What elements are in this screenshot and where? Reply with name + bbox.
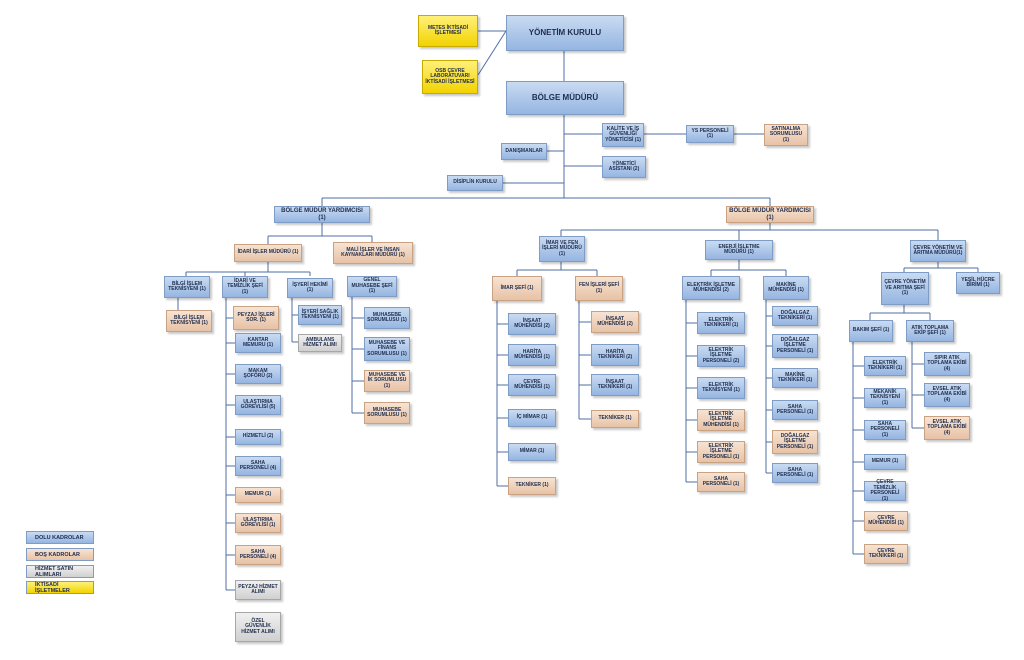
org-box-field-env: SAHA PERSONELİ (1): [864, 420, 906, 440]
org-box-clerk: MEMUR (1): [235, 487, 281, 503]
org-box-maint-chief: BAKIM ŞEFİ (1): [849, 320, 893, 342]
org-box-elec-op-staff-1: ELEKTRİK İŞLETME PERSONELİ (1): [697, 441, 745, 463]
org-box-architect: MİMAR (1): [508, 443, 556, 461]
org-box-green-cell: YEŞİL HÜCRE BİRİMİ (1): [956, 272, 1000, 294]
legend-enterprises: İKTİSADİ İŞLETMELER: [26, 581, 94, 594]
org-box-waste-chief: ATIK TOPLAMA EKİP ŞEFİ (1): [906, 320, 954, 342]
org-box-it-tech: BİLGİ İŞLEM TEKNİSYENİ (1): [164, 276, 210, 298]
org-box-evsel-team-2: EVSEL ATIK TOPLAMA EKİBİ (4): [924, 416, 970, 440]
org-box-driver: MAKAM ŞOFÖRÜ (2): [235, 364, 281, 384]
org-box-field-staff-4b: SAHA PERSONELİ (4): [235, 545, 281, 565]
org-box-elec-op-eng-1: ELEKTRİK İŞLETME MÜHENDİSİ (1): [697, 409, 745, 431]
org-box-ys-staff: YS PERSONELİ (1): [686, 125, 734, 143]
org-box-field-staff-m2: SAHA PERSONELİ (1): [772, 463, 818, 483]
org-box-osb-lab: OSB ÇEVRE LABORATUVARI İKTİSADİ İŞLETMES…: [422, 60, 478, 94]
org-box-acc-finance: MUHASEBE VE FİNANS SORUMLUSU (1): [364, 337, 410, 361]
org-box-zoning-dir: İMAR VE FEN İŞLERİ MÜDÜRÜ (1): [539, 236, 585, 262]
org-box-admin-dir: İDARİ İŞLER MÜDÜRÜ (1): [234, 244, 302, 262]
org-box-deputy-left: BÖLGE MÜDÜR YARDIMCISI (1): [274, 206, 370, 223]
org-box-interior-arch: İÇ MİMAR (1): [508, 409, 556, 427]
org-box-landscape-chief: PEYZAJ İŞLERİ SOR. (1): [233, 306, 279, 330]
org-box-env-dir: ÇEVRE YÖNETİM VE ARITMA MÜDÜRÜ(1): [910, 240, 966, 262]
org-box-transport-1: ULAŞTIRMA GÖREVLİSİ (1): [235, 513, 281, 533]
org-box-gas-op-2: DOĞALGAZ İŞLETME PERSONELİ (1): [772, 430, 818, 454]
org-box-map-tech: HARİTA TEKNİKERİ (2): [591, 344, 639, 366]
org-box-field-staff-e: SAHA PERSONELİ (1): [697, 472, 745, 492]
org-box-metes: METES İKTİSADİ İŞLETMESİ: [418, 15, 478, 47]
org-box-security-service: ÖZEL GÜVENLİK HİZMET ALIMI: [235, 612, 281, 642]
org-box-elec-tech-env: ELEKTRİK TEKNİKERİ (1): [864, 356, 906, 376]
org-box-evsel-team: EVSEL ATIK TOPLAMA EKİBİ (4): [924, 383, 970, 407]
org-box-elec-techn: ELEKTRİK TEKNİSYENİ (1): [697, 377, 745, 399]
org-box-field-staff-4: SAHA PERSONELİ (4): [235, 456, 281, 476]
org-box-env-tech: ÇEVRE TEKNİKERİ (1): [864, 544, 908, 564]
org-box-gas-tech: DOĞALGAZ TEKNİKERİ (1): [772, 306, 818, 326]
org-box-it-tech-2: BİLGİ İŞLEM TEKNİSYENİ (1): [166, 310, 212, 332]
org-box-admin-clean-chief: İDARİ VE TEMİZLİK ŞEFİ (1): [222, 276, 268, 298]
org-box-mech-techn: MEKANİK TEKNİSYENİ (1): [864, 388, 906, 408]
org-box-fen-chief: FEN İŞLERİ ŞEFİ (1): [575, 276, 623, 301]
org-box-accounting: MUHASEBE SORUMLUSU (1): [364, 307, 410, 329]
org-box-health-tech: İŞYERİ SAĞLIK TEKNİSYENİ (1): [298, 305, 342, 325]
org-box-sipir-team: SIPIR ATIK TOPLAMA EKİBİ (4): [924, 352, 970, 376]
org-box-elec-op-eng: ELEKTRİK İŞLETME MÜHENDİSİ (2): [682, 276, 740, 300]
org-box-finance-dir: MALİ İŞLER VE İNSAN KAYNAKLARI MÜDÜRÜ (1…: [333, 242, 413, 264]
org-box-env-eng-env: ÇEVRE MÜHENDİSİ (1): [864, 511, 908, 531]
org-box-advisors: DANIŞMANLAR: [501, 143, 547, 160]
org-box-civil-tech: İNŞAAT TEKNİKERİ (1): [591, 374, 639, 396]
org-box-acc-hr: MUHASEBE VE İK SORUMLUSU (1): [364, 370, 410, 392]
org-box-map-eng: HARİTA MÜHENDİSİ (1): [508, 344, 556, 366]
org-box-discipline: DİSİPLİN KURULU: [447, 175, 503, 191]
org-box-purchasing: SATINALMA SORUMLUSU (1): [764, 124, 808, 146]
org-box-field-staff-m: SAHA PERSONELİ (1): [772, 400, 818, 420]
legend-filled: DOLU KADROLAR: [26, 531, 94, 544]
org-box-transport: ULAŞTIRMA GÖREVLİSİ (5): [235, 395, 281, 415]
org-box-landscape-service: PEYZAJ HİZMET ALIMI: [235, 580, 281, 600]
org-box-exec-assistant: YÖNETİCİ ASİSTANI (2): [602, 156, 646, 178]
org-box-env-treat-chief: ÇEVRE YÖNETİM VE ARITMA ŞEFİ (1): [881, 272, 929, 305]
org-box-civil-eng-2: İNŞAAT MÜHENDİSİ (2): [508, 313, 556, 335]
org-box-gen-accounting: GENEL MUHASEBE ŞEFİ (1): [347, 276, 397, 297]
org-box-servant: HİZMETLİ (2): [235, 429, 281, 445]
org-box-top-board: YÖNETİM KURULU: [506, 15, 624, 51]
org-box-acc-1: MUHASEBE SORUMLUSU (1): [364, 402, 410, 424]
org-box-technician-b: TEKNİKER (1): [591, 410, 639, 428]
org-box-env-eng: ÇEVRE MÜHENDİSİ (1): [508, 374, 556, 396]
org-box-elec-tech: ELEKTRİK TEKNİKERİ (1): [697, 312, 745, 334]
org-box-zoning-chief: İMAR ŞEFİ (1): [492, 276, 542, 301]
org-box-technician-a: TEKNİKER (1): [508, 477, 556, 495]
org-box-quality-head: KALİTE VE İŞ GÜVENLİĞİ YÖNETİCİSİ (1): [602, 123, 644, 147]
org-box-energy-dir: ENERJİ İŞLETME MÜDÜRÜ (1): [705, 240, 773, 260]
org-box-mech-eng: MAKİNE MÜHENDİSİ (1): [763, 276, 809, 300]
org-box-ambulance: AMBULANS HİZMET ALIMI: [298, 334, 342, 352]
org-box-env-clean: ÇEVRE TEMİZLİK PERSONELİ (1): [864, 479, 906, 501]
org-box-mech-tech: MAKİNE TEKNİKERİ (1): [772, 368, 818, 388]
org-box-civil-eng-2b: İNŞAAT MÜHENDİSİ (2): [591, 311, 639, 333]
org-box-elec-op-staff: ELEKTRİK İŞLETME PERSONELİ (2): [697, 345, 745, 367]
org-box-scale-officer: KANTAR MEMURU (1): [235, 333, 281, 353]
org-box-gas-op: DOĞALGAZ İŞLETME PERSONELİ (1): [772, 334, 818, 358]
org-box-regional-manager: BÖLGE MÜDÜRÜ: [506, 81, 624, 115]
org-box-clerk-env: MEMUR (1): [864, 454, 906, 470]
org-box-workplace-doctor: İŞYERİ HEKİMİ (1): [287, 278, 333, 298]
legend-empty: BOŞ KADROLAR: [26, 548, 94, 561]
org-box-deputy-right: BÖLGE MÜDÜR YARDIMCISI (1): [726, 206, 814, 223]
legend-services: HİZMET SATIN ALIMLARI: [26, 565, 94, 578]
